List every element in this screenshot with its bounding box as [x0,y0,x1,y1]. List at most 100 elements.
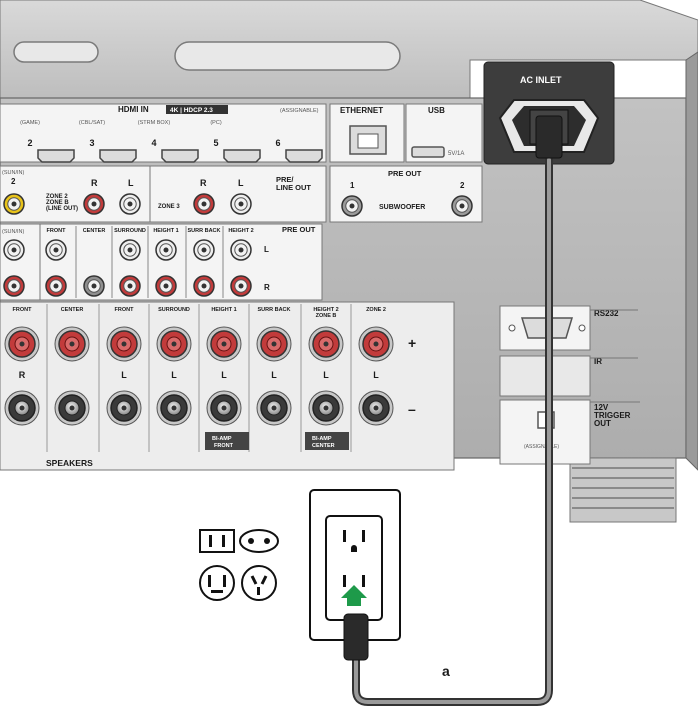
pre-out-l-jack[interactable] [45,239,67,261]
pre-out-l-jack[interactable] [155,239,177,261]
pre-out-l-jack[interactable] [230,239,252,261]
speaker-column-label: SURR BACK [258,307,291,313]
speaker-plus-terminal[interactable] [54,326,90,362]
usb-port[interactable] [411,146,445,158]
zone3-r-label: R [200,178,207,188]
zone3-label: ZONE 3 [158,204,180,210]
partial-l-jack[interactable] [3,239,25,261]
speaker-side-label: L [373,370,379,380]
zone2-r-jack[interactable] [83,193,105,215]
hdmi-in-title: HDMI IN [118,105,149,114]
hdmi-port[interactable] [223,149,261,163]
vent-slot [174,41,401,71]
usb-section: USB 5V/1A [405,103,483,163]
hdmi-port-number: 6 [275,138,280,148]
hdmi-port[interactable] [99,149,137,163]
zone2-l-jack[interactable] [119,193,141,215]
pre-out-r-jack[interactable] [155,275,177,297]
hdmi-port-number: 5 [213,138,218,148]
speaker-side-label: L [271,370,277,380]
speaker-minus-terminal[interactable] [358,390,394,426]
usb-label: USB [428,106,445,115]
plug-type-icons [199,529,279,601]
speaker-plus-terminal[interactable] [4,326,40,362]
outlet-slot [343,575,346,587]
pre-line-out-label: PRE/LINE OUT [276,175,311,192]
hdmi-in-section: HDMI IN 4K | HDCP 2.3 (ASSIGNABLE) (GAME… [0,103,327,163]
hdmi-port[interactable] [37,149,75,163]
ir-label: IR [594,357,602,366]
speaker-minus-terminal[interactable] [4,390,40,426]
zone3-l-label: L [238,178,244,188]
yellow-rca-jack[interactable] [3,193,25,215]
partial-r-jack[interactable] [3,275,25,297]
hdmi-port-number: 3 [89,138,94,148]
speaker-minus-terminal[interactable] [256,390,292,426]
ethernet-port[interactable] [349,125,387,155]
zone3-r-jack[interactable] [193,193,215,215]
outlet-slot [362,575,365,587]
speaker-column-label: ZONE 2 [366,307,386,313]
speaker-minus-terminal[interactable] [156,390,192,426]
pre-out-r-jack[interactable] [230,275,252,297]
subwoofer-1-jack[interactable] [341,195,363,217]
plug-type-a-icon [199,529,235,553]
hdmi-port[interactable] [285,149,323,163]
zone-l-label: L [128,178,134,188]
speaker-minus-terminal[interactable] [206,390,242,426]
hdmi-port[interactable] [161,149,199,163]
speaker-plus-terminal[interactable] [358,326,394,362]
pre-out-r: R [264,283,270,292]
pre-out-l-jack[interactable] [193,239,215,261]
subwoofer-2-jack[interactable] [451,195,473,217]
speaker-minus-terminal[interactable] [106,390,142,426]
pre-out-r-jack[interactable] [45,275,67,297]
speaker-plus: + [408,335,416,351]
speaker-side-label: R [19,370,26,380]
zone3-l-jack[interactable] [230,193,252,215]
pre-out-column-label: FRONT [47,228,67,234]
speaker-minus-terminal[interactable] [54,390,90,426]
speaker-plus-terminal[interactable] [206,326,242,362]
speaker-minus-terminal[interactable] [308,390,344,426]
ac-inlet-label: AC INLET [520,75,562,85]
left-partial-digit: 2 [11,177,16,186]
speaker-side-label: L [121,370,127,380]
plug-type-c-icon [239,529,279,553]
speaker-plus-terminal[interactable] [308,326,344,362]
pre-out-column-label: HEIGHT 2 [228,228,253,234]
plug-in-arrow-icon [341,585,367,606]
pre-out-center-jack[interactable] [83,275,105,297]
speaker-side-label: L [323,370,329,380]
hdmi-port-label: (CBL/SAT) [79,120,105,126]
left-partial-mid: (SUN/IN) [2,229,24,235]
hdmi-port-label: (GAME) [20,120,40,126]
pre-out-r-jack[interactable] [119,275,141,297]
speaker-column-label: CENTER [61,307,84,313]
pre-out-r-jack[interactable] [193,275,215,297]
subwoofer-label: SUBWOOFER [379,204,425,211]
hdmi-port-number: 4 [151,138,156,148]
usb-spec: 5V/1A [448,151,464,157]
sub-port2-label: 2 [460,181,465,190]
hdmi-badge: 4K | HDCP 2.3 [170,107,213,114]
ethernet-label: ETHERNET [340,106,383,115]
speaker-column-label: FRONT [115,307,135,313]
vent-slot [13,41,99,63]
speaker-side-label: L [221,370,227,380]
speaker-plus-terminal[interactable] [156,326,192,362]
plug-type-g-icon [199,565,235,601]
pre-out-l-jack[interactable] [119,239,141,261]
speaker-plus-terminal[interactable] [256,326,292,362]
pre-out-sub-title: PRE OUT [388,169,422,178]
speaker-plus-terminal[interactable] [106,326,142,362]
pre-out-column-label: SURROUND [114,228,146,234]
plug-type-i-icon [241,565,277,601]
pre-out-l: L [264,245,269,254]
